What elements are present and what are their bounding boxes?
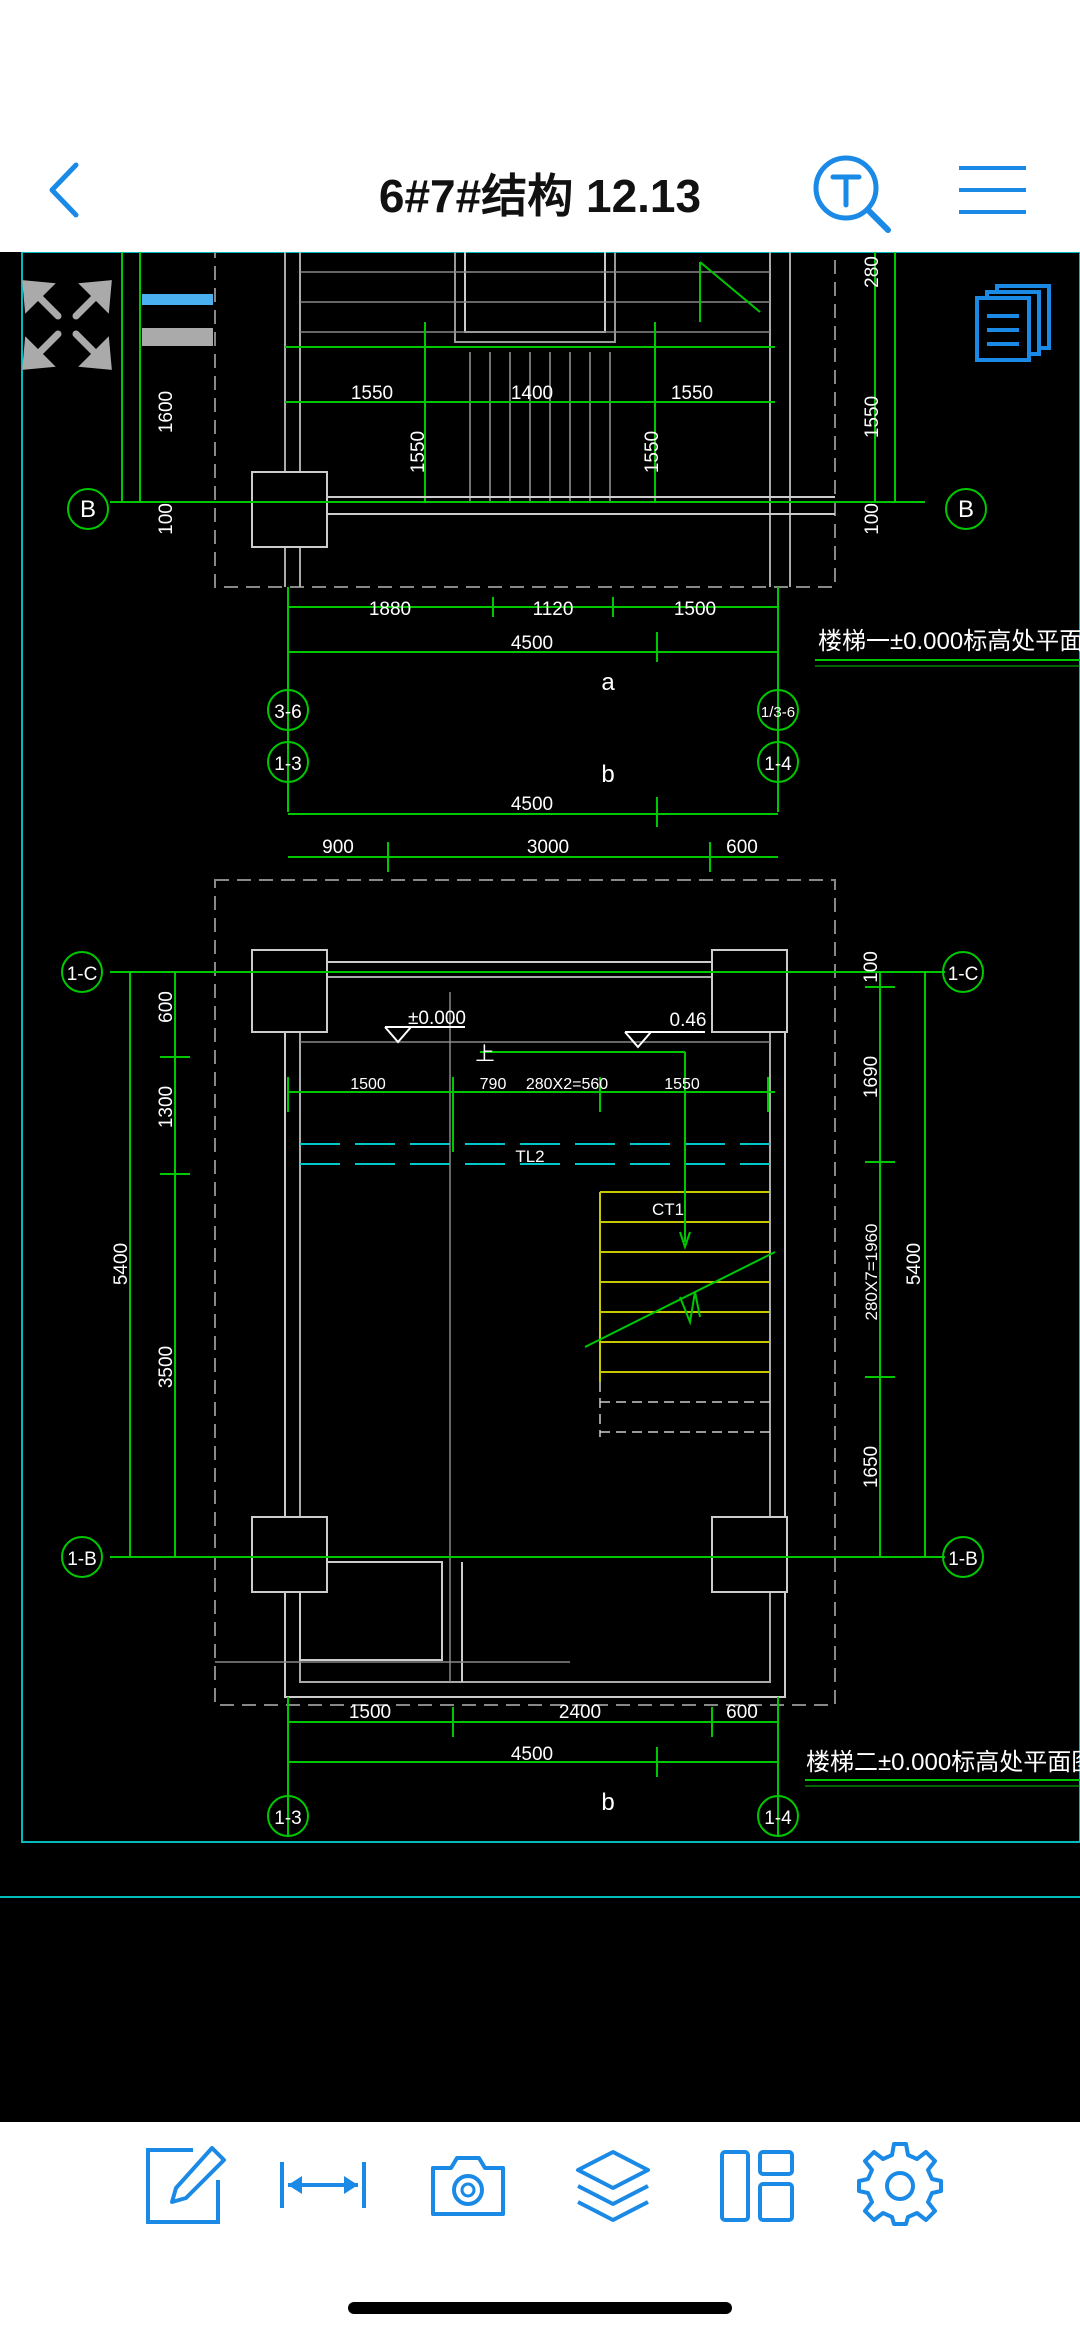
layers-button[interactable] [568, 2140, 658, 2230]
drawing-frame [21, 252, 1080, 1843]
layer-toggle-icon [142, 294, 213, 346]
dim-text: 100 [861, 951, 882, 983]
expand-arrows-icon [22, 280, 112, 370]
section-label: a [601, 669, 615, 696]
axis-label: 1-3 [274, 754, 301, 775]
axis-label: 1-B [948, 1549, 978, 1570]
home-indicator[interactable] [348, 2302, 732, 2314]
camera-button[interactable] [423, 2140, 513, 2230]
dim-text: 3500 [156, 1346, 177, 1388]
dim-text: 3000 [527, 837, 569, 858]
dim-text: 280X7=1960 [862, 1224, 881, 1321]
settings-gear-icon [857, 2142, 943, 2226]
beam-label: TL2 [515, 1147, 544, 1166]
axis-label: 3-6 [274, 702, 301, 723]
pages-icon [975, 284, 1051, 362]
annotate-button[interactable] [138, 2140, 228, 2230]
dim-text: 1500 [350, 1076, 386, 1093]
cad-drawing-canvas[interactable]: 1550 1400 1550 1550 1550 1600 100 280 15… [0, 252, 1080, 2122]
measure-distance-icon [280, 2162, 366, 2208]
dim-text: 1120 [533, 599, 574, 620]
dim-text: 280 [862, 256, 883, 288]
axis-label: B [80, 496, 96, 523]
section-label: b [601, 761, 614, 788]
pages-button[interactable] [975, 282, 1053, 364]
dim-text: 1400 [511, 383, 553, 404]
dim-text: 1500 [349, 1702, 391, 1723]
dim-text: 900 [322, 837, 354, 858]
measure-button[interactable] [278, 2140, 368, 2230]
upper-plan: 1550 1400 1550 1550 1550 1600 100 280 15… [67, 252, 1080, 696]
section-label: b [601, 1789, 614, 1816]
dim-text: 4500 [511, 794, 553, 815]
hamburger-menu-icon [959, 166, 1026, 214]
settings-button[interactable] [855, 2140, 945, 2230]
layer-toggle-button[interactable] [140, 290, 215, 350]
axis-label: 1/3-6 [761, 704, 795, 721]
dim-text: 600 [156, 991, 177, 1023]
dim-text: 100 [862, 503, 883, 535]
axis-label: 1-3 [274, 1808, 301, 1829]
dim-text: 1550 [351, 383, 393, 404]
axis-label: 1-C [67, 964, 98, 985]
dim-text: 1550 [642, 431, 663, 473]
elevation-text: ±0.000 [408, 1008, 466, 1029]
dim-text: 1550 [671, 383, 713, 404]
dim-text: 1550 [862, 396, 883, 438]
layers-icon [576, 2150, 650, 2222]
page-title: 6#7#结构 12.13 [378, 170, 702, 222]
menu-button[interactable] [955, 160, 1030, 220]
dim-text: 4500 [511, 633, 553, 654]
middle-axes: 3-6 1/3-6 1-3 1-4 b 4500 900 3000 600 [267, 689, 799, 872]
stair-label: CT1 [652, 1200, 684, 1219]
dim-text: 1650 [861, 1446, 882, 1488]
axis-label: B [958, 496, 974, 523]
dim-text: 600 [726, 837, 758, 858]
lower-plan: 1-C 1-C 1-B 1-B ±0.000 0.46 上 1500 790 2… [61, 879, 1080, 1837]
dim-text: 5400 [904, 1243, 925, 1285]
axis-label: 1-4 [764, 1808, 792, 1829]
dim-text: 1500 [674, 599, 716, 620]
dim-text: 600 [726, 1702, 758, 1723]
layout-panels-icon [720, 2150, 794, 2222]
dim-text: 280X2=560 [526, 1076, 608, 1093]
dim-text: 1550 [664, 1076, 700, 1093]
drawing-caption: 楼梯二±0.000标高处平面图 [806, 1749, 1080, 1776]
dim-text: 1690 [861, 1056, 882, 1098]
dim-text: 4500 [511, 1744, 553, 1765]
annotate-pencil-icon [146, 2146, 226, 2224]
back-button[interactable] [40, 155, 90, 225]
dim-text: 5400 [111, 1243, 132, 1285]
axis-label: 1-C [948, 964, 979, 985]
header-bar: 6#7#结构 12.13 [0, 0, 1080, 252]
axis-label: 1-B [67, 1549, 97, 1570]
text-search-button[interactable] [808, 150, 898, 235]
dim-text: 1880 [369, 599, 411, 620]
up-label: 上 [475, 1043, 494, 1065]
dim-text: 1550 [408, 431, 429, 473]
elevation-text: 0.46 [670, 1010, 707, 1031]
dim-text: 100 [156, 503, 177, 535]
camera-icon [431, 2156, 505, 2216]
axis-label: 1-4 [764, 754, 792, 775]
text-search-icon [813, 155, 891, 233]
dim-text: 1600 [156, 391, 177, 433]
dim-text: 1300 [156, 1086, 177, 1128]
layout-button[interactable] [712, 2140, 802, 2230]
dim-text: 2400 [559, 1702, 601, 1723]
expand-button[interactable] [22, 280, 112, 370]
drawing-caption: 楼梯一±0.000标高处平面图 [818, 628, 1080, 655]
cad-drawing: 1550 1400 1550 1550 1550 1600 100 280 15… [0, 252, 1080, 1898]
chevron-left-icon [49, 162, 79, 218]
dim-text: 790 [480, 1076, 507, 1093]
